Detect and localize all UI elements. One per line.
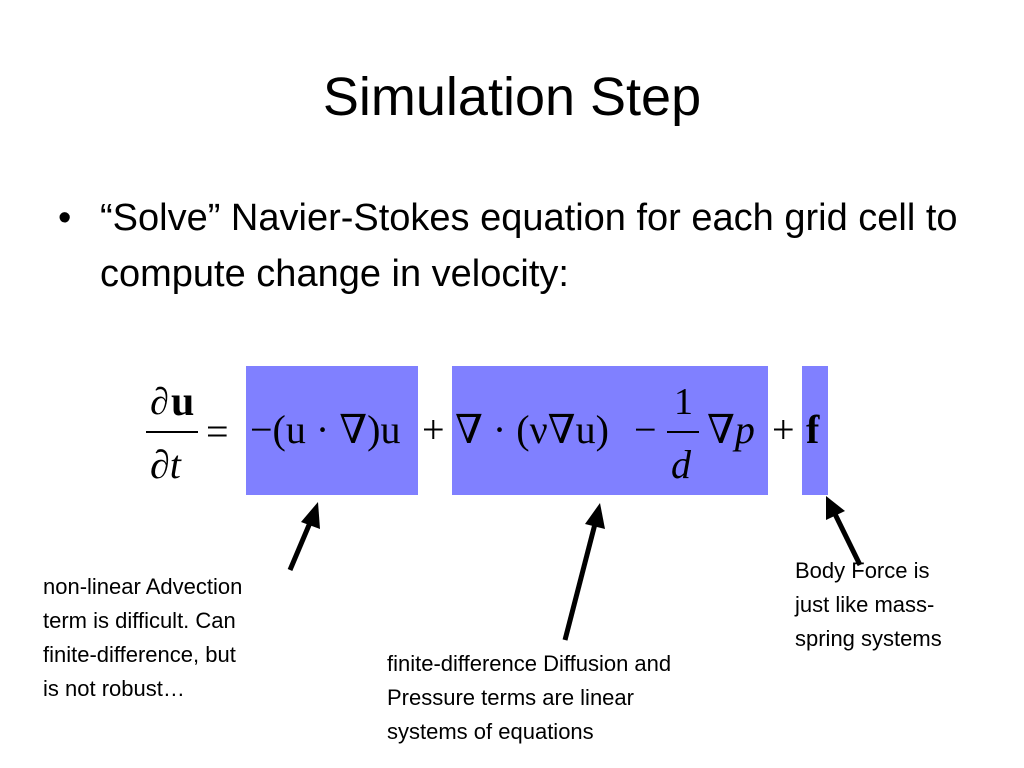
fraction-numerator: 1 [674, 381, 693, 423]
bullet-text: “Solve” Navier-Stokes equation for each … [100, 197, 958, 295]
body-force-caption: Body Force is just like mass- spring sys… [795, 558, 942, 651]
lhs-denominator: ∂t [150, 442, 181, 487]
plus-sign: + [422, 407, 445, 452]
bullet-item: • “Solve” Navier-Stokes equation for eac… [58, 190, 958, 302]
advection-highlight [246, 366, 418, 495]
diffusion-term: ∇ · (ν∇u) [455, 407, 609, 452]
plus-sign-2: + [772, 407, 795, 452]
diffusion-pressure-highlight [452, 366, 768, 495]
advection-arrow [287, 502, 320, 571]
diffusion-arrow [562, 503, 605, 641]
bullet-symbol: • [58, 197, 72, 239]
body-force-arrow [826, 496, 863, 567]
lhs-partial: ∂ [150, 381, 169, 423]
slide-title: Simulation Step [322, 67, 702, 127]
advection-term: −(u · ∇)u [250, 407, 401, 452]
diffusion-pressure-caption: finite-difference Diffusion and Pressure… [387, 651, 672, 744]
lhs-fraction-bar [146, 431, 198, 433]
pressure-fraction-bar [667, 431, 699, 433]
equals-sign: = [206, 409, 229, 454]
lhs-u: u [171, 379, 195, 425]
fraction-denominator: d [671, 442, 691, 487]
body-force-term: f [806, 407, 820, 452]
advection-caption: non-linear Advection term is difficult. … [43, 574, 243, 701]
pressure-term: ∇p [707, 407, 755, 452]
body-force-highlight [802, 366, 828, 495]
minus-sign: − [634, 407, 657, 452]
